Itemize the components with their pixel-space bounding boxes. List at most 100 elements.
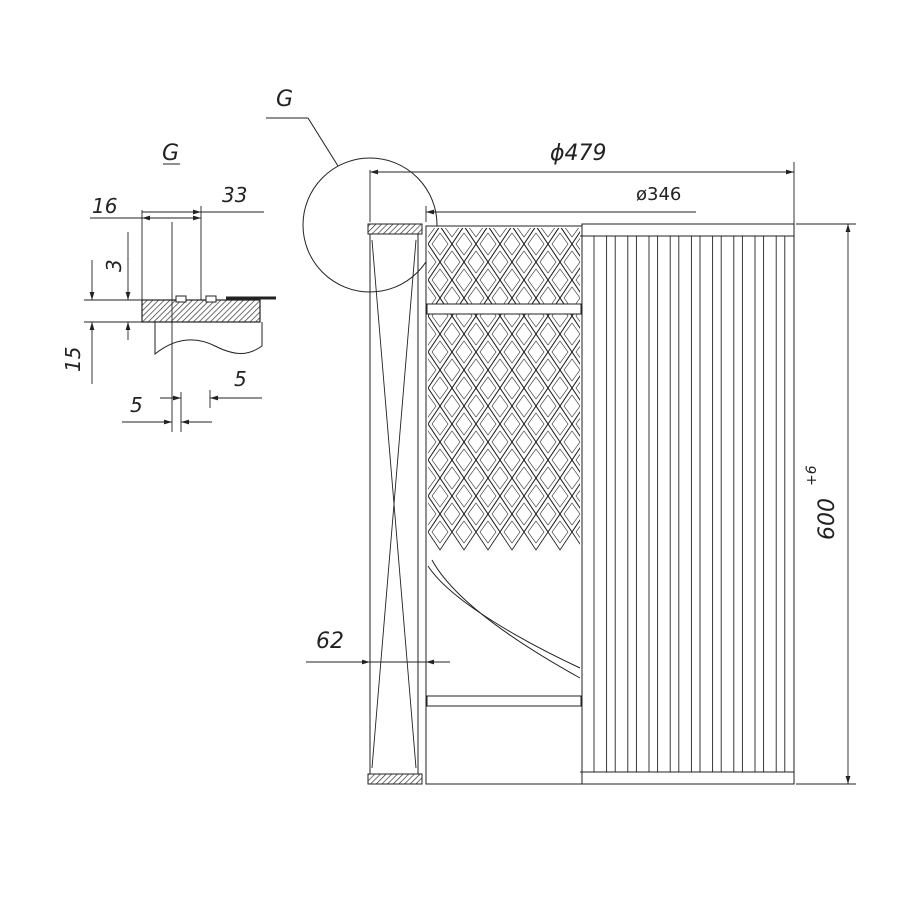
mesh-diamond-inner [455, 484, 473, 508]
mesh-diamond [571, 267, 580, 293]
dim-height-label: 600 [815, 498, 840, 540]
mesh-diamond-inner [563, 250, 580, 274]
mesh-diamond-inner [408, 269, 424, 291]
mesh-diamond-inner [527, 232, 545, 256]
mesh-diamond [428, 423, 441, 461]
mesh-diamond [428, 459, 429, 461]
section-cross-2 [371, 239, 417, 769]
mesh-diamond-inner [428, 358, 437, 382]
mesh-diamond-inner [467, 394, 485, 418]
detail-g: G 16 33 3 15 [61, 141, 276, 432]
mesh-diamond-inner [408, 485, 424, 507]
mesh-diamond [428, 243, 441, 281]
mesh-diamond-inner [443, 394, 461, 418]
mesh-diamond-inner [575, 453, 580, 467]
mesh-diamond-inner [491, 430, 509, 454]
mesh-diamond-inner [551, 376, 569, 400]
detail-title: G [162, 141, 179, 166]
mesh-diamond-inner [563, 394, 580, 418]
detail-plate [141, 299, 261, 323]
mesh-diamond [428, 423, 429, 425]
mesh-diamond-inner [431, 268, 449, 292]
filter-main-view: G ϕ479 ø346 [266, 87, 856, 785]
mesh-diamond [428, 495, 429, 497]
mesh-diamond-inner [551, 340, 569, 364]
top-end-cap [367, 223, 423, 235]
mesh-diamond-inner [539, 502, 557, 526]
mesh-diamond-inner [503, 268, 521, 292]
mesh-diamond-inner [428, 250, 437, 274]
mesh-diamond-inner [408, 197, 424, 219]
mesh-diamond [392, 244, 416, 280]
pleat-lines [593, 236, 786, 772]
mesh-diamond-inner [527, 448, 545, 472]
mesh-diamond-inner [467, 430, 485, 454]
mesh-diamond-inner [527, 412, 545, 436]
mesh-diamond-inner [491, 394, 509, 418]
mesh-diamond [572, 190, 596, 226]
mesh-diamond [571, 447, 580, 473]
mesh-diamond-inner [467, 466, 485, 490]
mesh-diamond-inner [431, 484, 449, 508]
detail-break-line [154, 322, 263, 356]
mesh-band-bottom [426, 695, 582, 707]
mesh-diamond-inner [503, 484, 521, 508]
mesh-diamond-inner [551, 268, 569, 292]
mesh-diamond-inner [431, 412, 449, 436]
mesh-diamond-inner [575, 273, 580, 287]
mesh-diamond-inner [551, 448, 569, 472]
mesh-diamond-inner [575, 417, 580, 431]
mesh-diamond-inner [539, 250, 557, 274]
mesh-diamond-inner [551, 484, 569, 508]
mesh-diamond-inner [396, 503, 412, 525]
mesh-diamond-inner [504, 197, 520, 219]
mesh-diamond-inner [428, 502, 437, 526]
mesh-diamond-inner [551, 520, 569, 544]
mesh-diamond-inner [539, 466, 557, 490]
mesh-diamond [571, 375, 580, 401]
mesh-diamond-inner [563, 502, 580, 526]
mesh-diamond-inner [469, 228, 483, 238]
mesh-diamond-inner [527, 520, 545, 544]
mesh-diamond-inner [443, 250, 461, 274]
mesh-diamond-inner [503, 412, 521, 436]
mesh-diamond-inner [515, 358, 533, 382]
mesh-diamond-inner [396, 395, 412, 417]
mesh-diamond-inner [455, 376, 473, 400]
mesh-diamond-inner [491, 250, 509, 274]
mesh-diamond-inner [503, 232, 521, 256]
mesh-diamond [571, 411, 580, 437]
mesh-diamond [392, 460, 416, 496]
mesh-diamond [499, 513, 525, 551]
mesh-diamond-inner [515, 394, 533, 418]
mesh-diamond-inner [515, 250, 533, 274]
mesh-diamond [428, 315, 441, 353]
mesh-diamond-inner [396, 251, 412, 273]
mesh-diamond-inner [527, 484, 545, 508]
mesh-diamond-inner [467, 250, 485, 274]
callout-leader [307, 117, 339, 167]
mesh-diamond-inner [408, 449, 424, 471]
mesh-diamond [428, 279, 441, 317]
mesh-diamond [428, 387, 429, 389]
mesh-diamond-inner [563, 358, 580, 382]
mesh-diamond-inner [445, 228, 459, 238]
mesh-diamond-inner [408, 377, 424, 399]
mesh-diamond-inner [479, 412, 497, 436]
mesh-diamond-inner [431, 232, 449, 256]
mesh-diamond-inner [467, 322, 485, 346]
dim-outer-diameter-label: ϕ479 [550, 141, 607, 166]
dim-inner-diameter-label: ø346 [636, 184, 681, 205]
mesh-diamond-inner [503, 520, 521, 544]
mesh-diamond [428, 495, 441, 533]
mesh-diamond-inner [455, 268, 473, 292]
mesh-diamond-inner [431, 520, 449, 544]
mesh-diamond-inner [539, 358, 557, 382]
mesh-diamond-inner [456, 197, 472, 219]
mesh-diamond-inner [428, 430, 437, 454]
seam-line-2 [431, 559, 581, 679]
mesh-diamond-inner [408, 341, 424, 363]
mesh-diamond [571, 519, 580, 545]
mesh-diamond-inner [408, 413, 424, 435]
mesh-diamond [523, 513, 549, 551]
